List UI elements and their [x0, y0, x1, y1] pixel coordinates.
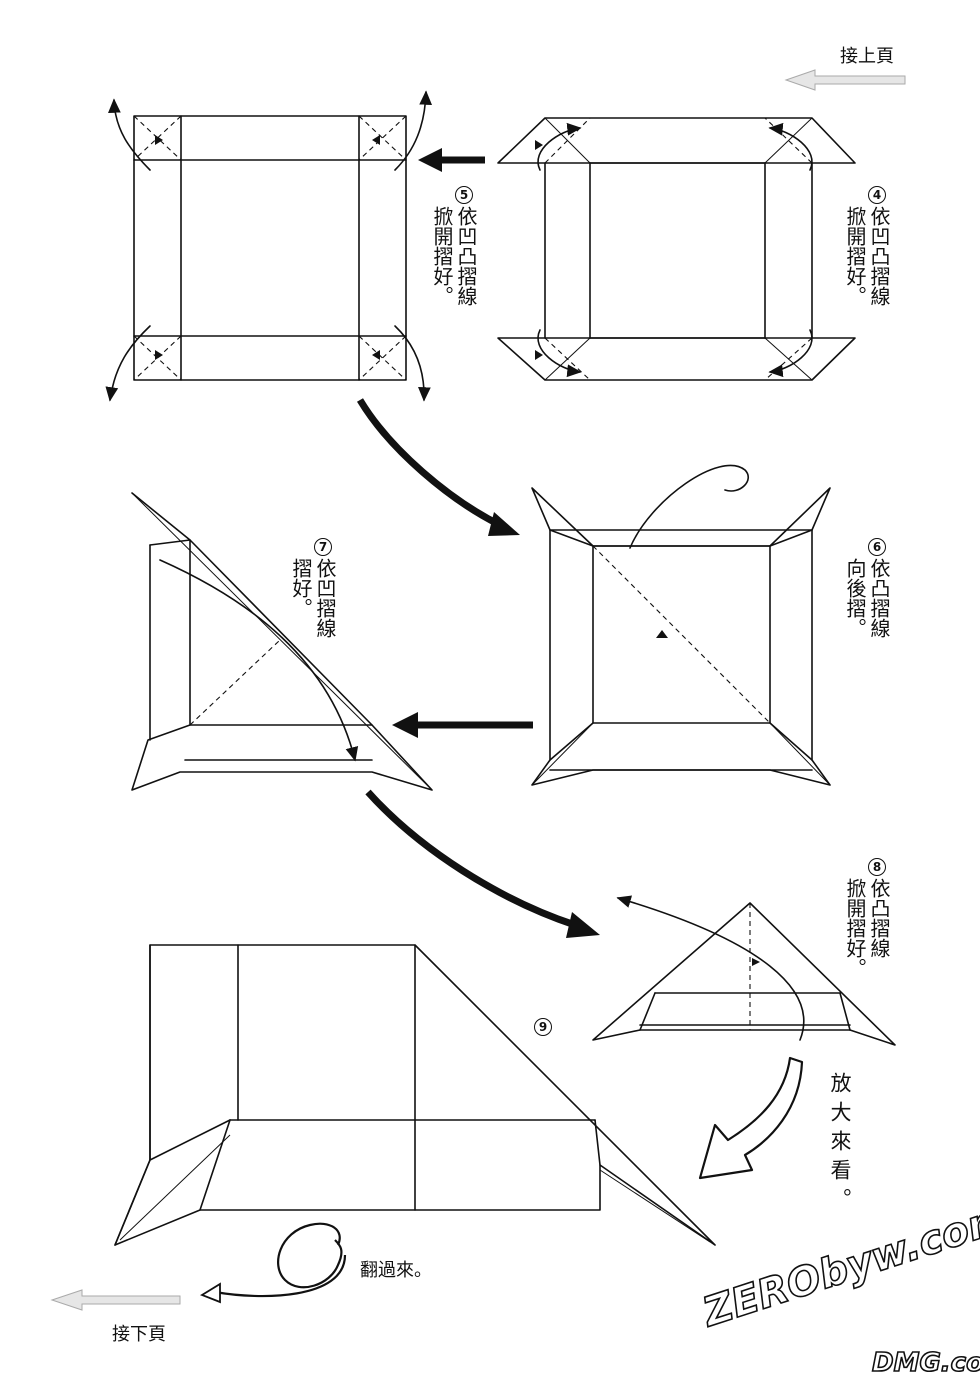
arrow-step7-to-step8	[365, 789, 600, 938]
step5-instruction-line1: 依凹凸摺線	[454, 206, 478, 306]
continue-to-arrow	[50, 1289, 181, 1311]
step7-instruction-line2: 摺好。	[289, 558, 313, 618]
step8-diagram	[592, 895, 896, 1046]
step6-instruction-line2: 向後摺。	[843, 558, 867, 638]
step9-number: 9	[534, 1018, 552, 1036]
continue-to-label: 接下頁	[112, 1324, 166, 1345]
arrow-step4-to-step5	[418, 148, 485, 172]
step6-number: 6	[868, 538, 886, 556]
step6-diagram	[531, 464, 831, 786]
step4-diagram	[497, 117, 856, 381]
enlarge-arrow	[698, 1056, 804, 1180]
enlarge-note: 放大來看。	[828, 1072, 852, 1217]
step4-number: 4	[868, 186, 886, 204]
step5-number: 5	[455, 186, 473, 204]
arrow-step6-to-step7	[392, 712, 533, 738]
step7-diagram	[131, 492, 433, 791]
step7-instruction-line1: 依凹摺線	[313, 558, 337, 638]
continue-from-arrow	[784, 69, 906, 91]
step4-instruction-line1: 依凹凸摺線	[867, 206, 891, 306]
step8-instruction-line1: 依凸摺線	[867, 878, 891, 958]
flip-note: 翻過來。	[360, 1260, 432, 1281]
step5-diagram	[105, 90, 433, 402]
continue-from-label: 接上頁	[840, 46, 894, 67]
step5-instruction-line2: 掀開摺好。	[430, 206, 454, 306]
step7-number: 7	[314, 538, 332, 556]
step8-number: 8	[868, 858, 886, 876]
flip-arrow	[199, 1222, 347, 1304]
arrow-step5-to-step6	[356, 398, 520, 536]
step6-instruction-line1: 依凸摺線	[867, 558, 891, 638]
step9-diagram	[114, 944, 716, 1246]
step4-instruction-line2: 掀開摺好。	[843, 206, 867, 306]
watermark-sub-logo: DMG.com	[871, 1347, 980, 1379]
step8-instruction-line2: 掀開摺好。	[843, 878, 867, 978]
